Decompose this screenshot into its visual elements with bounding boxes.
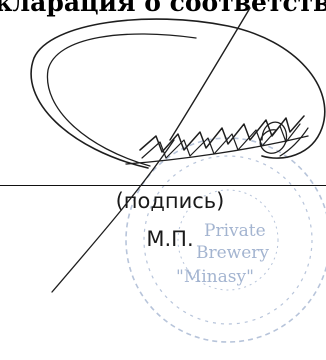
seal-caption: М.П.: [146, 227, 194, 251]
signature-caption: (подпись): [115, 189, 225, 213]
signature-line: [0, 185, 326, 186]
document-heading: Декларация о соответствии: [0, 0, 326, 17]
stamp-text-minasy: "Minasy": [176, 267, 254, 287]
